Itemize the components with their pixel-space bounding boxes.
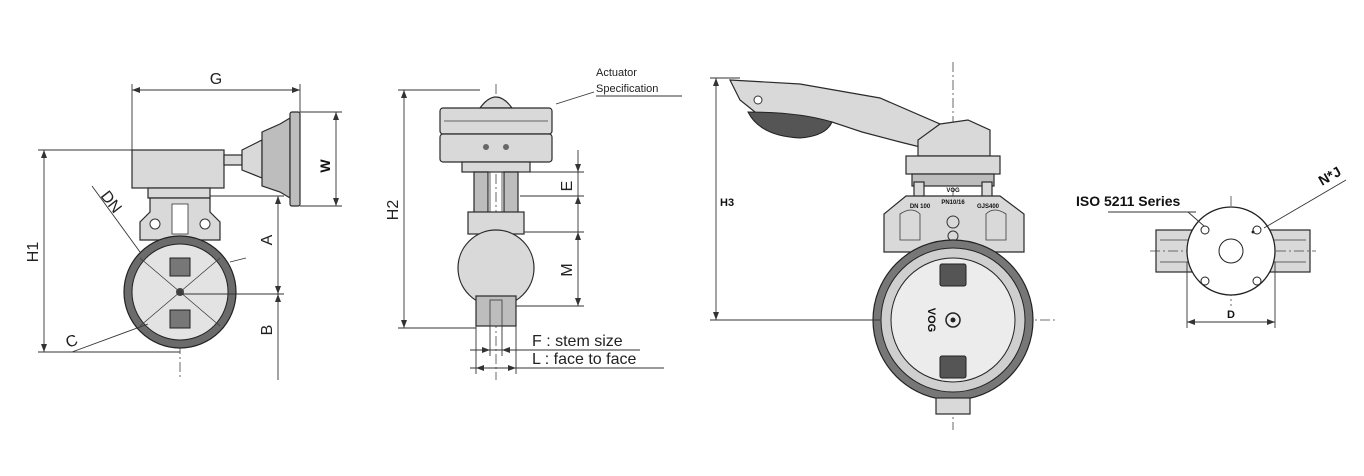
notch-plate <box>905 155 1001 175</box>
label-W: W <box>317 159 333 173</box>
label-F: F : stem size <box>532 333 623 350</box>
leader-actuator <box>555 91 595 105</box>
actuator-indicator <box>478 96 514 109</box>
lever-grip <box>747 111 833 139</box>
disc-brand: VOG <box>925 308 937 332</box>
leader-DN <box>91 185 141 253</box>
body-brand-top: VOG <box>946 188 960 194</box>
label-D: D <box>1227 309 1235 321</box>
label-E: E <box>559 181 576 192</box>
gear-shaft <box>223 154 243 166</box>
valve-bottom <box>935 397 971 415</box>
label-NJ: N*J <box>1316 163 1344 189</box>
label-L: L : face to face <box>532 351 636 368</box>
label-B: B <box>259 325 276 336</box>
view-gear-operated: G W H1 DN C A B <box>25 71 342 380</box>
leader-C <box>71 323 149 353</box>
valve-bottom-side <box>475 295 517 327</box>
label-iso: ISO 5211 Series <box>1076 193 1181 209</box>
label-A: A <box>259 234 276 245</box>
gear-shaft-cone <box>241 139 263 179</box>
body-pn: PN10/16 <box>941 200 965 206</box>
lever-base <box>911 173 995 187</box>
label-H1: H1 <box>25 242 42 263</box>
body-spec: GJS400 <box>977 204 1000 210</box>
label-actuator-2: Specification <box>596 83 658 95</box>
actuator-bottom <box>439 133 553 163</box>
label-M: M <box>559 263 576 276</box>
gearbox-flange <box>147 187 211 199</box>
label-actuator-1: Actuator <box>596 67 637 79</box>
body-dn: DN 100 <box>910 204 931 210</box>
gearbox <box>131 149 225 189</box>
view-lever-operated: VOG PN10/16 DN 100 GJS400 VOG H3 <box>710 62 1058 430</box>
label-C: C <box>64 332 81 352</box>
label-DN: DN <box>97 188 125 217</box>
label-H3: H3 <box>720 197 734 209</box>
valve-body-side <box>457 229 535 307</box>
leader-NJ <box>1263 179 1347 229</box>
label-H2: H2 <box>385 200 402 221</box>
handwheel-hub <box>261 116 291 200</box>
label-G: G <box>210 71 222 88</box>
handwheel <box>289 111 301 207</box>
view-actuator-side: Actuator Specification H2 E M F : stem s… <box>385 67 682 380</box>
actuator-base <box>461 161 531 173</box>
view-iso-flange: ISO 5211 Series N*J D <box>1076 163 1347 328</box>
valve-neck <box>883 195 1025 253</box>
